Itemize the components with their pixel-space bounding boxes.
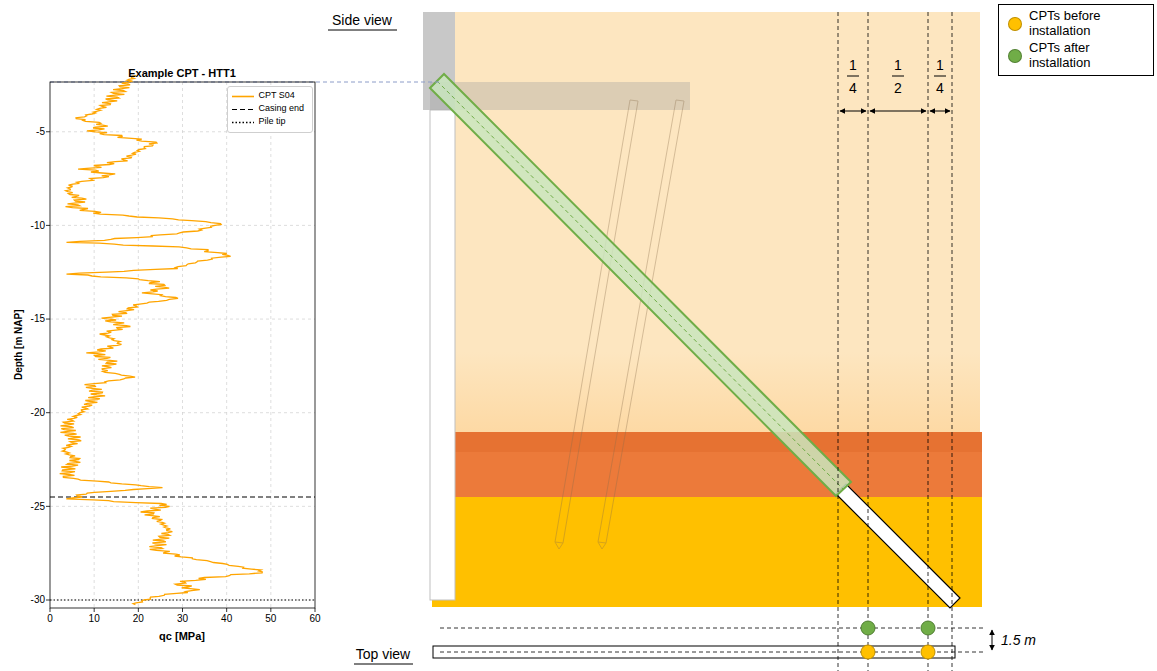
- grid-line: [50, 506, 315, 507]
- tick-label: -20: [31, 407, 45, 419]
- grid-line: [270, 608, 271, 612]
- grid-line: [50, 412, 315, 413]
- grid-line: [50, 608, 51, 612]
- fraction-number: 4: [936, 80, 944, 96]
- grid-line: [315, 608, 316, 612]
- grid-line: [46, 131, 50, 132]
- legend-text: CPTs before installation: [1029, 9, 1147, 39]
- chart-legend: CPT S04Casing endPile tip: [227, 86, 313, 133]
- legend-line-sample: [232, 122, 254, 123]
- legend-line-sample: [232, 96, 254, 98]
- tick-label: -25: [31, 501, 45, 513]
- fraction-number: 4: [849, 80, 857, 96]
- tick-label: 30: [177, 613, 188, 625]
- legend-text: CPT S04: [258, 90, 294, 100]
- grid-line: [94, 82, 95, 608]
- grid-line: [46, 225, 50, 226]
- grid-line: [46, 319, 50, 320]
- tick-label: 10: [89, 613, 100, 625]
- legend-swatch: [1008, 49, 1022, 63]
- grid-line: [46, 506, 50, 507]
- tick-label: 60: [309, 613, 320, 625]
- grid-line: [50, 600, 315, 601]
- legend-box: CPTs before installationCPTs after insta…: [998, 4, 1154, 76]
- grid-line: [226, 82, 227, 608]
- grid-line: [270, 82, 271, 608]
- grid-line: [138, 82, 139, 608]
- tick-label: -5: [36, 126, 45, 138]
- grid-line: [46, 412, 50, 413]
- grid-line: [94, 608, 95, 612]
- legend-text: Pile tip: [258, 116, 285, 126]
- chart-title: Example CPT - HTT1: [128, 67, 236, 80]
- fraction-number: 1: [936, 57, 944, 73]
- axis-title: qc [MPa]: [159, 630, 205, 643]
- legend-swatch: [1008, 17, 1022, 31]
- fraction-number: 1: [894, 57, 902, 73]
- fraction-number: 1: [849, 57, 857, 73]
- axis-title: Depth [m NAP]: [12, 310, 24, 381]
- grid-line: [182, 82, 183, 608]
- tick-label: 0: [47, 613, 53, 625]
- dimension: 1.5 m: [1001, 632, 1036, 648]
- tick-label: -30: [31, 594, 45, 606]
- tick-label: 20: [133, 613, 144, 625]
- grid-line: [226, 608, 227, 612]
- legend-line-sample: [232, 109, 254, 110]
- tick-label: 50: [265, 613, 276, 625]
- tick-label: -10: [31, 220, 45, 232]
- fraction-number: 2: [894, 80, 902, 96]
- grid-line: [138, 608, 139, 612]
- grid-line: [46, 600, 50, 601]
- view-label: Top view: [356, 646, 410, 662]
- legend-text: CPTs after installation: [1029, 41, 1147, 71]
- grid-line: [182, 608, 183, 612]
- cpt-curve: [60, 76, 263, 605]
- grid-line: [50, 225, 315, 226]
- tick-label: -15: [31, 313, 45, 325]
- view-label: Side view: [332, 12, 392, 28]
- legend-text: Casing end: [258, 103, 304, 113]
- tick-label: 40: [221, 613, 232, 625]
- grid-line: [50, 319, 315, 320]
